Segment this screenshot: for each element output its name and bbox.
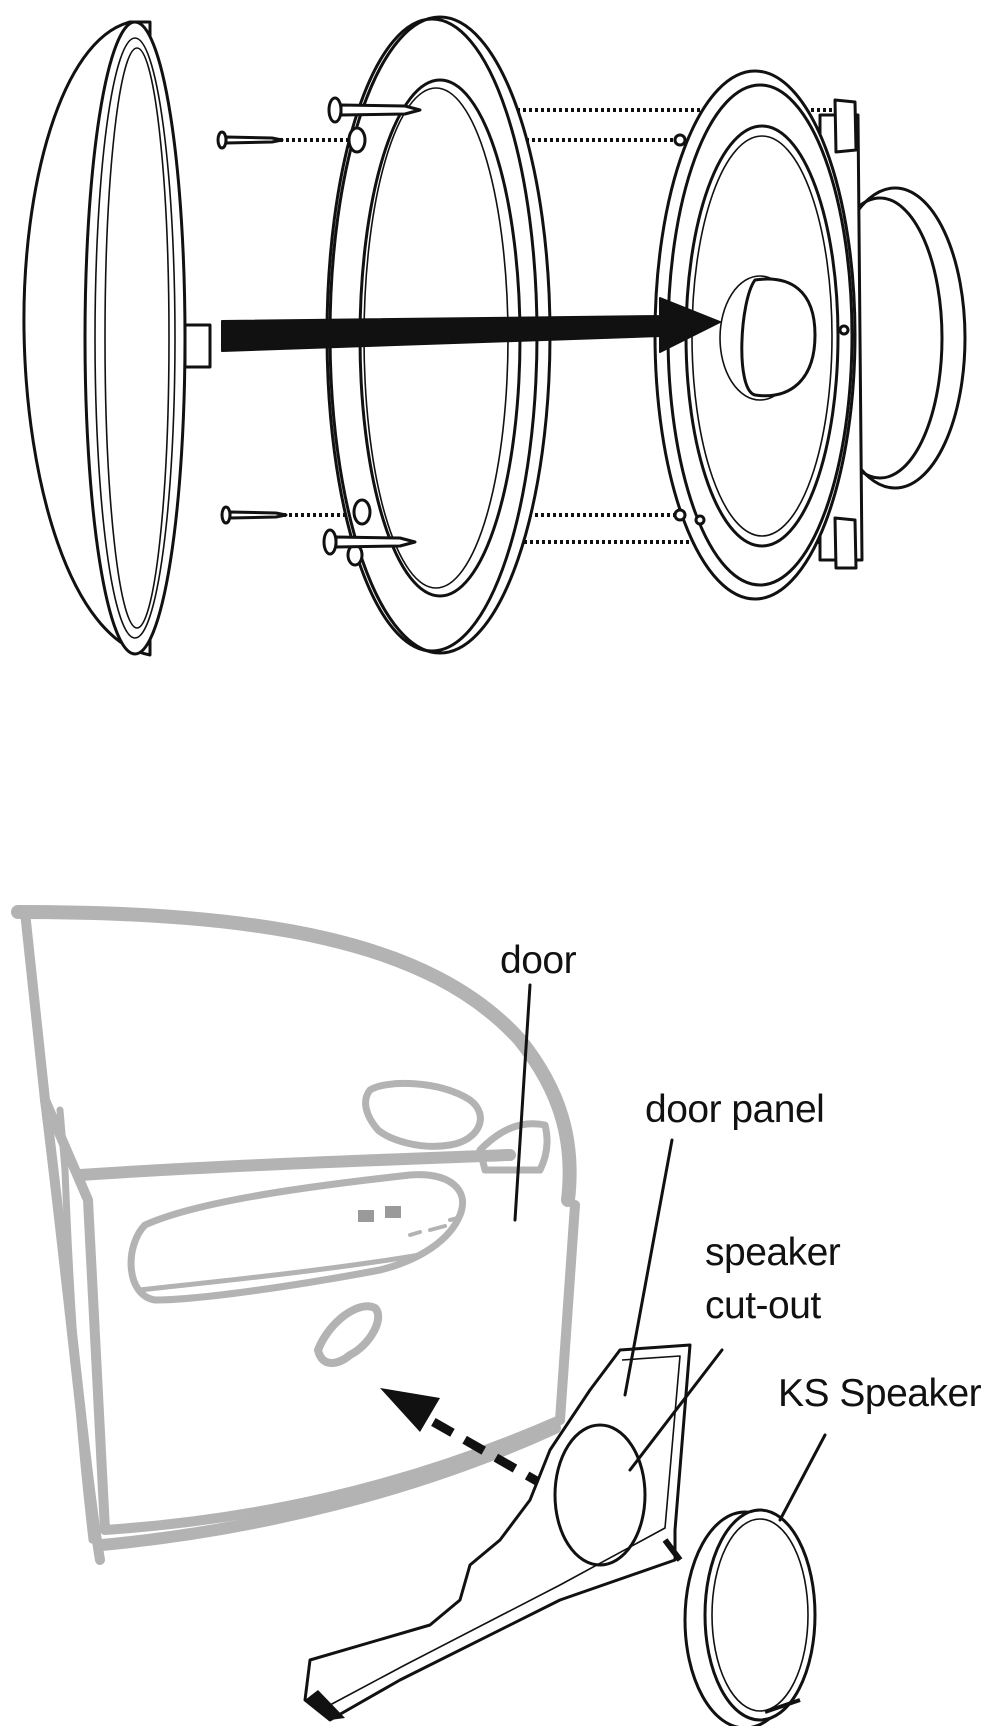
mounting-screws [216,96,422,556]
exploded-speaker-assembly [22,15,967,657]
speaker-grille-cover [22,20,212,657]
speaker-driver [653,69,967,601]
door-panel [303,1343,692,1722]
label-ks-speaker: KS Speaker [778,1372,982,1415]
screw-bottom-left [220,505,288,525]
screw-bottom-right [322,528,417,556]
car-door-outline [11,905,580,1565]
assembly-direction-arrow [221,297,721,353]
label-speaker-cutout-line2: cut-out [705,1284,821,1327]
ks-speaker [683,1508,817,1726]
part-labels: door door panel speaker cut-out KS Speak… [500,939,982,1415]
screw-top-left [216,130,284,150]
screw-top-right [327,96,422,124]
door-installation-scene: door door panel speaker cut-out KS Speak… [11,905,982,1726]
leader-lines [513,983,827,1522]
label-door-panel: door panel [645,1088,824,1131]
label-door: door [500,939,577,982]
label-speaker-cutout-line1: speaker [705,1231,841,1274]
